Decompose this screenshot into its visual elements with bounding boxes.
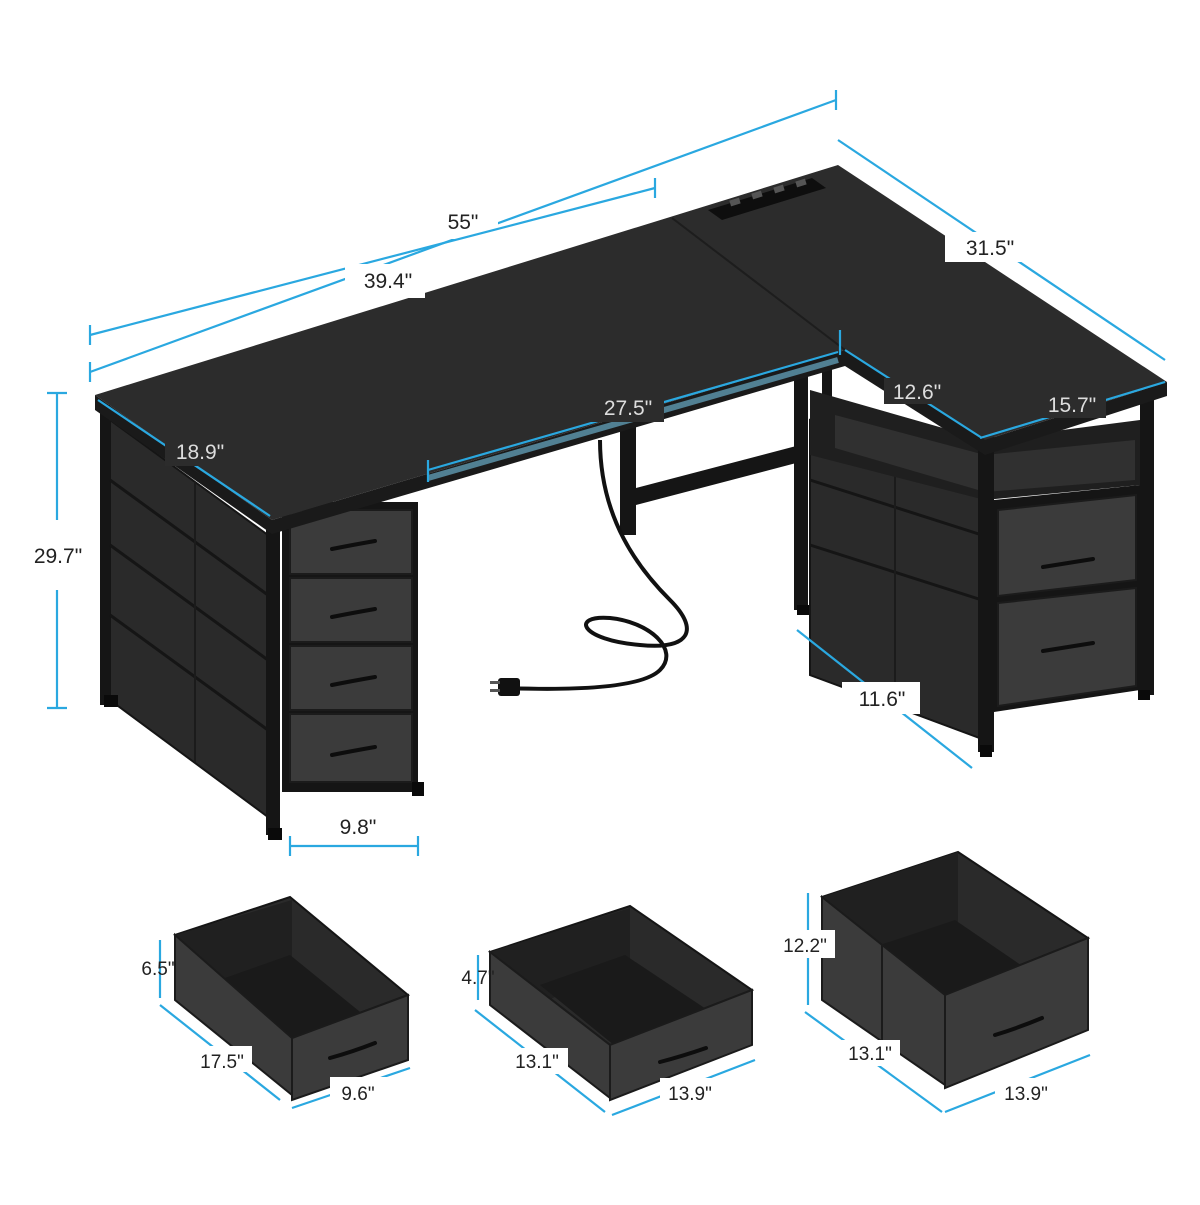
cabinet-front-leg bbox=[978, 432, 994, 752]
drawer-2-handle bbox=[658, 1046, 708, 1064]
drawer-2-height: 4.7" bbox=[461, 968, 494, 989]
middle-leg bbox=[620, 410, 636, 535]
corner-leg bbox=[794, 360, 808, 610]
drawer-1-depth: 17.5" bbox=[200, 1052, 244, 1073]
label-main-depth: 18.9" bbox=[176, 441, 224, 464]
label-tower-width: 9.8" bbox=[340, 816, 377, 839]
drawer-3-width: 13.9" bbox=[1004, 1084, 1048, 1105]
tower-drawer-4-handle[interactable] bbox=[330, 745, 377, 757]
drawer-bin-3: 12.2" 13.1" 13.9" bbox=[775, 850, 1091, 1114]
drawer-1-front bbox=[291, 993, 409, 1102]
drawer-3-handle bbox=[993, 1016, 1044, 1037]
tower-drawer-4[interactable] bbox=[289, 713, 413, 783]
drawer-1-height: 6.5" bbox=[141, 959, 174, 980]
cabinet-right-leg bbox=[1140, 395, 1154, 695]
desk-top-surface bbox=[95, 165, 1167, 520]
label-main-length: 39.4" bbox=[364, 270, 412, 293]
tower-drawer-3-handle[interactable] bbox=[330, 675, 377, 687]
drawer-bin-2: 4.7" 13.1" 13.9" bbox=[461, 904, 756, 1117]
drawer-tower bbox=[289, 509, 413, 783]
power-cord bbox=[504, 439, 689, 691]
return-front-edge bbox=[985, 382, 1167, 455]
plug-icon bbox=[490, 678, 520, 696]
cabinet-drawer-small-handle[interactable] bbox=[1041, 557, 1095, 569]
tower-drawer-3[interactable] bbox=[289, 645, 413, 711]
drawer-1-width: 9.6" bbox=[341, 1084, 374, 1105]
l-shaped-desk bbox=[95, 165, 1167, 840]
drawer-2-width: 13.9" bbox=[668, 1084, 712, 1105]
dim-line-main-length bbox=[89, 186, 656, 337]
power-outlet-icon bbox=[708, 178, 826, 220]
cabinet-drawer-large-handle[interactable] bbox=[1041, 641, 1095, 653]
rear-crossbar bbox=[636, 445, 800, 505]
drawer-1-handle bbox=[328, 1041, 377, 1060]
label-height: 29.7" bbox=[34, 545, 82, 568]
dimension-lines: 55" 39.4" 31.5" 18.9" 27.5" 12.6" 15.7" bbox=[34, 90, 1166, 856]
desk-seam bbox=[671, 217, 846, 351]
cabinet-drawer-small[interactable] bbox=[997, 493, 1137, 598]
label-total-length: 55" bbox=[448, 211, 479, 234]
tower-drawer-2-handle[interactable] bbox=[330, 607, 377, 619]
drawer-2-front bbox=[609, 988, 753, 1102]
drawer-3-front bbox=[944, 936, 1089, 1090]
drawer-3-depth: 13.1" bbox=[848, 1044, 892, 1065]
drawer-2-depth: 13.1" bbox=[515, 1052, 559, 1073]
drawer-bin-1: 6.5" 17.5" 9.6" bbox=[141, 895, 411, 1110]
left-front-leg bbox=[266, 520, 280, 835]
label-cabinet-depth: 11.6" bbox=[859, 688, 906, 711]
label-return-depth: 15.7" bbox=[1048, 394, 1096, 417]
tower-drawer-2[interactable] bbox=[289, 577, 413, 643]
label-return-inner-depth: 12.6" bbox=[893, 381, 941, 404]
file-cabinet bbox=[997, 493, 1137, 708]
label-return-length: 31.5" bbox=[966, 237, 1014, 260]
label-inner-length: 27.5" bbox=[604, 397, 652, 420]
drawer-3-height: 12.2" bbox=[783, 936, 827, 957]
tower-drawer-1-handle[interactable] bbox=[330, 539, 377, 551]
left-back-leg bbox=[100, 405, 110, 705]
